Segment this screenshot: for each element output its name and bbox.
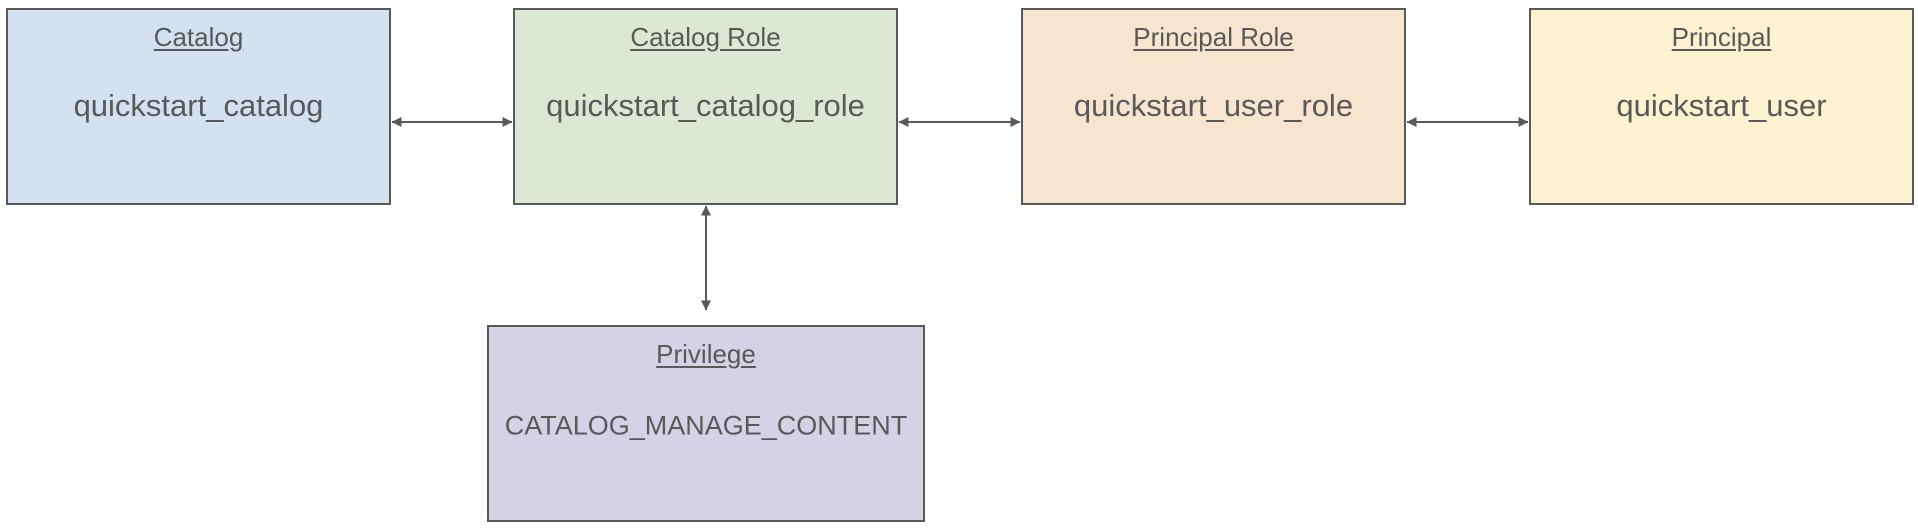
privilege-node: Privilege CATALOG_MANAGE_CONTENT — [487, 325, 925, 522]
catalog-role-node-value: quickstart_catalog_role — [546, 88, 865, 123]
catalog-node-value: quickstart_catalog — [73, 88, 324, 123]
principal-node: Principal quickstart_user — [1529, 8, 1914, 205]
privilege-node-value: CATALOG_MANAGE_CONTENT — [504, 410, 908, 441]
privilege-node-title: Privilege — [656, 339, 756, 369]
principal-role-node: Principal Role quickstart_user_role — [1021, 8, 1406, 205]
catalog-node-title: Catalog — [153, 22, 244, 52]
principal-role-node-title: Principal Role — [1133, 22, 1294, 52]
catalog-role-node-title: Catalog Role — [630, 22, 781, 52]
catalog-role-node: Catalog Role quickstart_catalog_role — [513, 8, 898, 205]
principal-node-title: Principal — [1671, 22, 1772, 52]
principal-node-value: quickstart_user — [1616, 88, 1827, 123]
principal-role-node-value: quickstart_user_role — [1073, 88, 1354, 123]
catalog-node: Catalog quickstart_catalog — [6, 8, 391, 205]
